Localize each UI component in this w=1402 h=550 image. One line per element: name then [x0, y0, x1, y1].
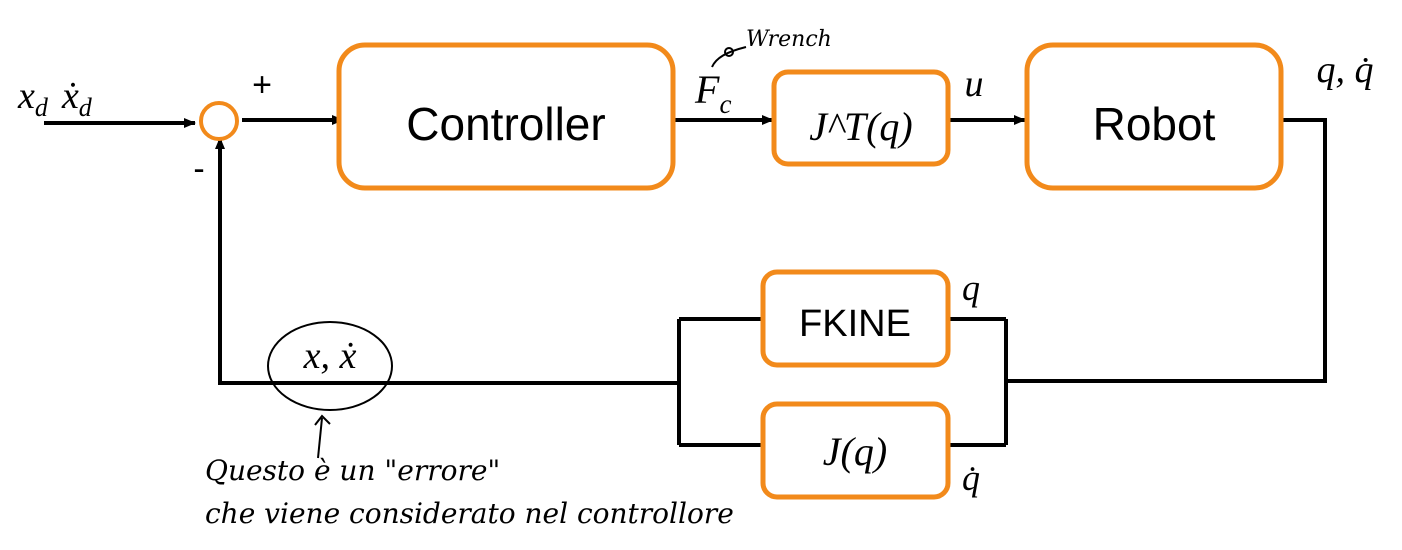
feedback-label: x, ẋ — [303, 335, 357, 377]
torque-label: u — [965, 63, 984, 105]
jacobian-label: J(q) — [823, 429, 887, 474]
summing-junction — [199, 101, 239, 141]
error-note-line2: che viene considerato nel controllore — [205, 497, 734, 530]
jacobian-block: J(q) — [760, 401, 951, 500]
jacobian-box — [760, 401, 951, 500]
fkine-block: FKINE — [760, 269, 951, 368]
sum-plus-sign: + — [252, 66, 272, 104]
wrench-pointer-dot — [724, 47, 734, 57]
jacobian-transpose-block: J^T(q) — [771, 69, 951, 167]
robot-box — [1024, 42, 1284, 191]
robot-block: Robot — [1024, 42, 1284, 191]
controller-label: Controller — [406, 98, 605, 150]
fkine-label: FKINE — [799, 303, 911, 345]
feedback-line — [215, 137, 679, 385]
jacobian-input-label: q̇ — [962, 458, 980, 498]
robot-output-line — [1006, 118, 1327, 383]
controller-output-label: Fc — [694, 67, 731, 119]
error-pointer — [314, 414, 331, 459]
jacobian-transpose-label: J^T(q) — [809, 104, 913, 149]
fkine-box — [760, 269, 951, 368]
jacobian-transpose-text: J^T(q) — [809, 104, 913, 149]
fkine-input-label: q — [962, 268, 980, 308]
robot-output-label: q, q̇ — [1317, 49, 1374, 91]
sum-minus-sign: - — [193, 150, 204, 188]
error-annotation: Questo è un "errore" che viene considera… — [205, 321, 734, 530]
wrench-note: Wrench — [746, 27, 832, 52]
controller-box — [336, 42, 676, 191]
feedback-circle-mark — [267, 321, 393, 411]
signal-lines — [44, 115, 1327, 447]
controller-block: Controller — [336, 42, 676, 191]
wrench-annotation: Wrench — [711, 27, 832, 68]
jacobian-transpose-box — [771, 69, 951, 167]
wrench-pointer — [711, 46, 747, 68]
robot-label: Robot — [1093, 98, 1216, 150]
error-note-line1: Questo è un "errore" — [205, 454, 500, 487]
